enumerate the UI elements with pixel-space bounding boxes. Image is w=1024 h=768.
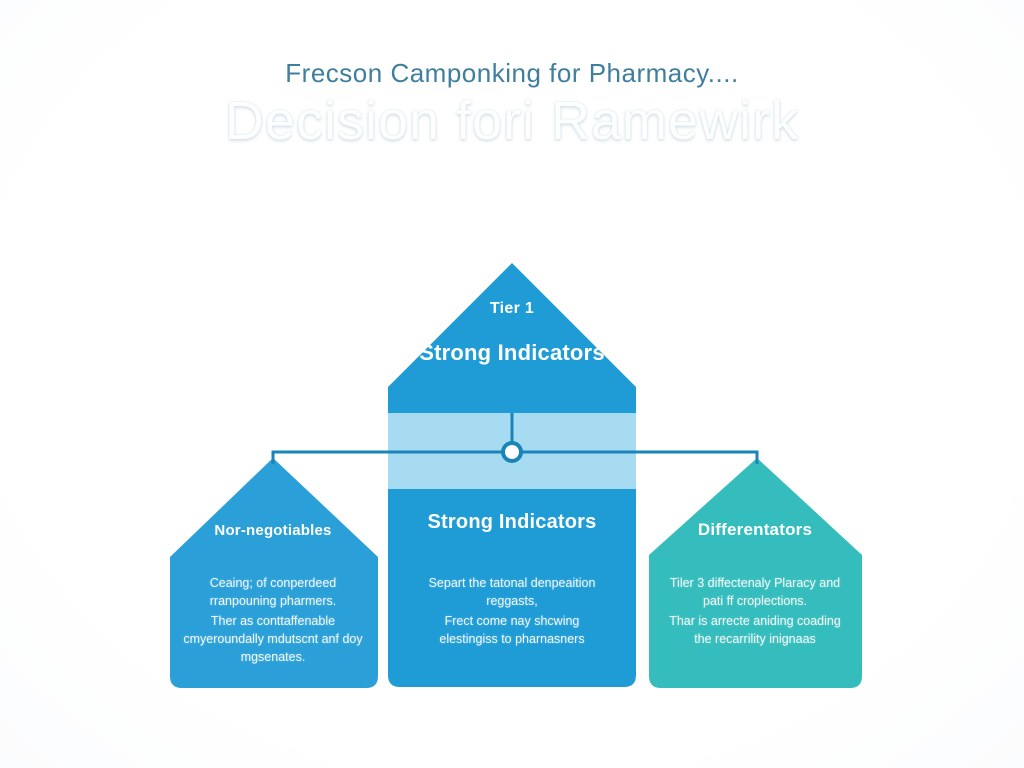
tier1-label: Tier 1 — [489, 300, 535, 317]
center-top-heading: Strong Indicators — [419, 340, 605, 365]
center-shape-paragraph-1: Separt the tatonal denpeaition reggasts, — [428, 576, 596, 608]
center-bottom-heading: Strong Indicators — [427, 511, 597, 533]
left-shape-heading: Nor-negotiables — [214, 522, 332, 539]
right-shape-paragraph-1: Tiler 3 diffectenaly Plaracy and pati ff… — [669, 576, 841, 608]
left-shape-paragraph-2: Ther as conttaffenable cmyeroundally mdu… — [183, 614, 363, 664]
left-shape-paragraph-1: Ceaing; of conperdeed rranpouning pharme… — [209, 576, 337, 608]
connector-node-circle — [501, 441, 523, 463]
left-pentagon-shape — [170, 458, 378, 688]
right-shape-heading: Differentators — [697, 520, 813, 539]
center-shape-paragraph-2: Frect come nay shcwing elestingiss to ph… — [439, 614, 585, 646]
right-shape-paragraph-2: Thar is arrecte aniding coading the reca… — [669, 614, 841, 646]
ghost-watermark-title: Decision fori Ramewirk — [224, 91, 800, 151]
page-title: Frecson Camponking for Pharmacy.... — [285, 58, 739, 88]
right-pentagon-shape — [649, 458, 862, 688]
